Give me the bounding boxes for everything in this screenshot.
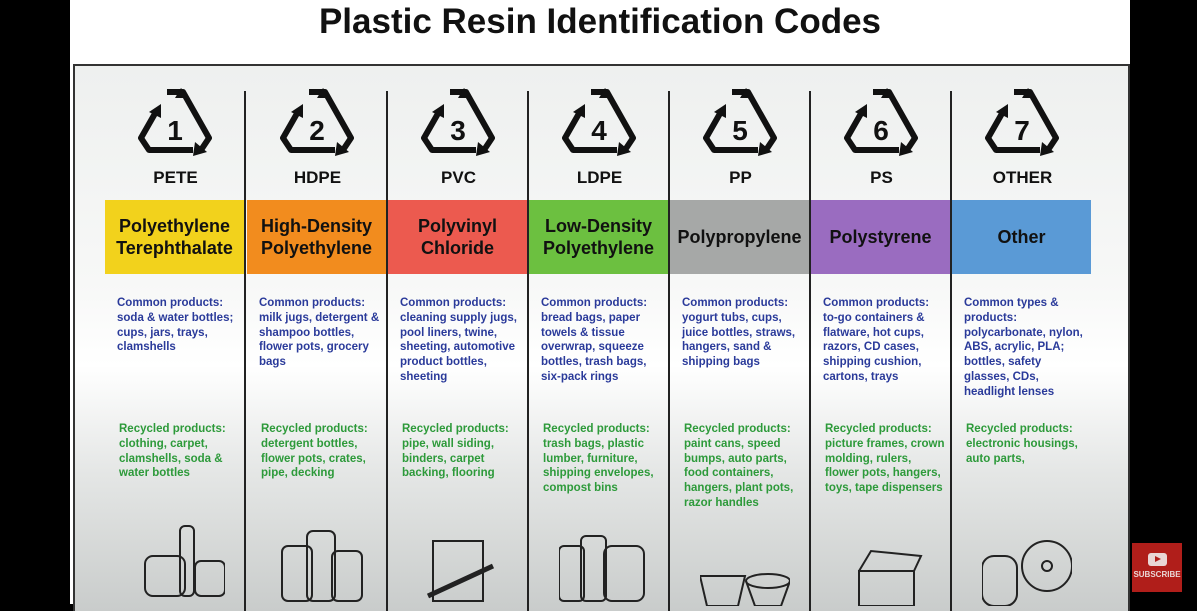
slide: Plastic Resin Identification Codes 1 PET… xyxy=(70,0,1130,611)
resin-code: OTHER xyxy=(992,168,1053,187)
product-illustration-icon xyxy=(426,540,495,602)
resin-number: 1 xyxy=(167,115,183,146)
subscribe-button[interactable]: SUBSCRIBE xyxy=(1132,543,1182,592)
common-products: Common types & products: polycarbonate, … xyxy=(964,297,1083,398)
common-products: Common products: milk jugs, detergent & … xyxy=(259,297,380,369)
resin-code: PP xyxy=(729,168,752,187)
recycling-triangle-icon: 1 xyxy=(138,88,212,156)
recycled-products: Recycled products: electronic housings, … xyxy=(966,423,1078,465)
column-divider xyxy=(809,91,811,611)
resin-column-ldpe: 4 LDPE Low-Density Polyethylene Common p… xyxy=(529,66,670,611)
product-illustration-icon xyxy=(281,530,363,602)
recycled-products: Recycled products: trash bags, plastic l… xyxy=(543,423,654,495)
recycled-products: Recycled products: detergent bottles, fl… xyxy=(261,423,368,480)
column-divider xyxy=(244,91,246,611)
resin-number: 5 xyxy=(732,115,748,146)
resin-name: Other xyxy=(952,200,1091,274)
resin-code: LDPE xyxy=(576,168,623,187)
product-illustration-icon xyxy=(982,540,1072,606)
resin-number: 3 xyxy=(450,115,466,146)
recycling-triangle-icon: 7 xyxy=(985,88,1059,156)
resin-number: 2 xyxy=(309,115,325,146)
recycling-triangle-icon: 6 xyxy=(844,88,918,156)
resin-name: Low-Density Polyethylene xyxy=(529,200,668,274)
resin-column-ps: 6 PS Polystyrene Common products: to-go … xyxy=(811,66,952,611)
common-products: Common products: yogurt tubs, cups, juic… xyxy=(682,297,796,369)
resin-column-pp: 5 PP Polypropylene Common products: yogu… xyxy=(670,66,811,611)
resin-name: Polyethylene Terephthalate xyxy=(105,200,244,274)
recycled-products: Recycled products: pipe, wall siding, bi… xyxy=(402,423,509,480)
resin-code: PVC xyxy=(441,168,476,187)
subscribe-label: SUBSCRIBE xyxy=(1133,570,1181,579)
recycled-products: Recycled products: paint cans, speed bum… xyxy=(684,423,794,509)
resin-code: HDPE xyxy=(293,168,342,187)
page-title: Plastic Resin Identification Codes xyxy=(318,2,882,41)
resin-column-pvc: 3 PVC Polyvinyl Chloride Common products… xyxy=(388,66,529,611)
common-products: Common products: soda & water bottles; c… xyxy=(117,297,234,354)
resin-name: Polypropylene xyxy=(670,200,809,274)
resin-number: 4 xyxy=(591,115,607,146)
recycling-triangle-icon: 5 xyxy=(703,88,777,156)
resin-number: 7 xyxy=(1014,115,1030,146)
resin-name: Polyvinyl Chloride xyxy=(388,200,527,274)
resin-codes-table: 1 PETE Polyethylene Terephthalate Common… xyxy=(73,64,1130,611)
resin-column-other: 7 OTHER Other Common types & products: p… xyxy=(952,66,1093,611)
common-products: Common products: bread bags, paper towel… xyxy=(541,297,648,383)
column-divider xyxy=(527,91,529,611)
product-illustration-icon xyxy=(700,573,790,606)
common-products: Common products: cleaning supply jugs, p… xyxy=(400,297,517,383)
common-products: Common products: to-go containers & flat… xyxy=(823,297,930,383)
recycled-products: Recycled products: clothing, carpet, cla… xyxy=(119,423,226,480)
resin-name: Polystyrene xyxy=(811,200,950,274)
product-illustration-icon xyxy=(858,549,923,606)
recycling-triangle-icon: 4 xyxy=(562,88,636,156)
recycling-triangle-icon: 2 xyxy=(280,88,354,156)
recycling-triangle-icon: 3 xyxy=(421,88,495,156)
column-divider xyxy=(950,91,952,611)
resin-number: 6 xyxy=(873,115,889,146)
product-illustration-icon xyxy=(144,525,225,597)
recycled-products: Recycled products: picture frames, crown… xyxy=(825,423,945,495)
column-divider xyxy=(668,91,670,611)
resin-column-pete: 1 PETE Polyethylene Terephthalate Common… xyxy=(105,66,246,611)
resin-name: High-Density Polyethylene xyxy=(247,200,386,274)
resin-column-hdpe: 2 HDPE High-Density Polyethylene Common … xyxy=(247,66,388,611)
column-divider xyxy=(386,91,388,611)
product-illustration-icon xyxy=(559,535,645,602)
resin-code: PS xyxy=(870,168,893,187)
resin-code: PETE xyxy=(153,168,198,187)
youtube-play-icon xyxy=(1148,553,1167,566)
